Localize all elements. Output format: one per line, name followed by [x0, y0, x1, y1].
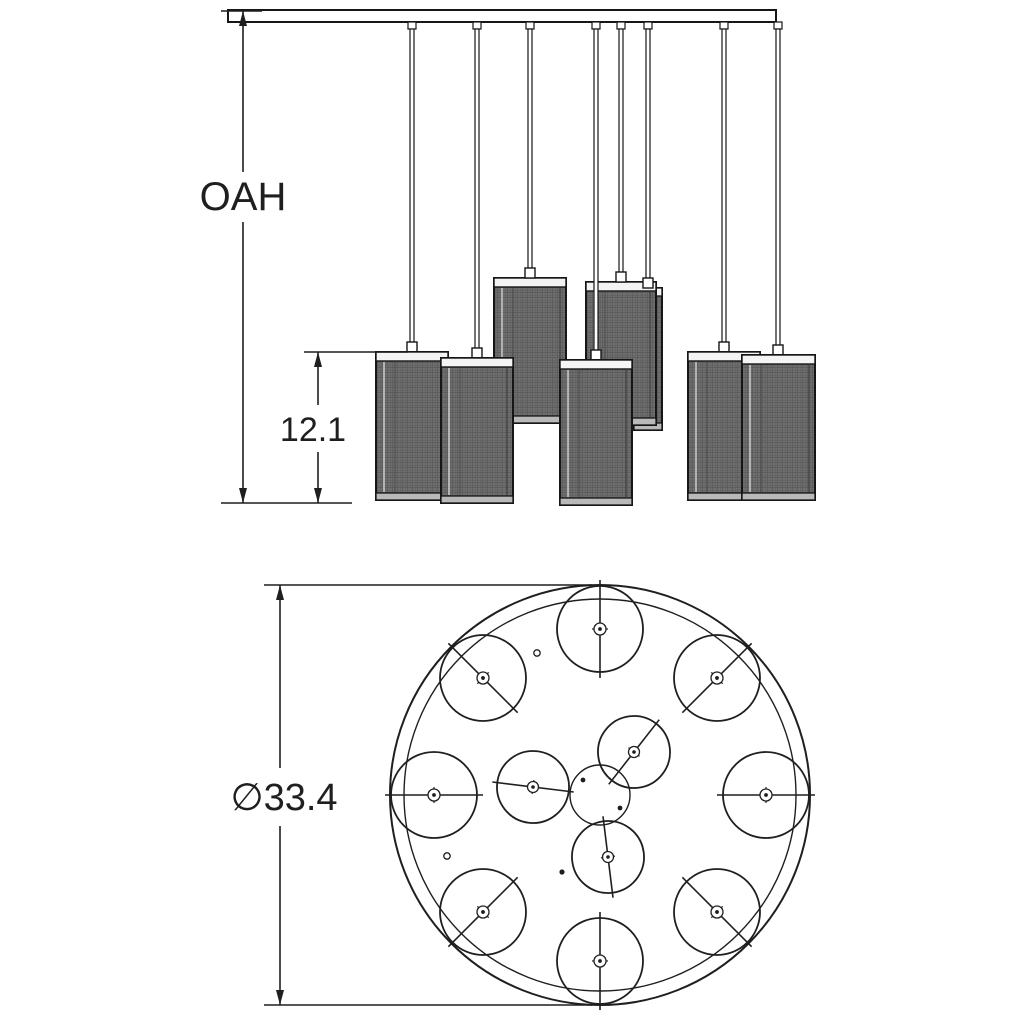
plan-pendant	[571, 816, 645, 898]
elevation-view	[227, 9, 816, 506]
plan-pendant	[673, 868, 761, 956]
plan-pendant	[673, 634, 761, 722]
plan-pendant	[385, 751, 483, 839]
diameter-label: ∅33.4	[230, 777, 337, 819]
suspension-rod	[409, 28, 415, 345]
pendant-shade	[493, 277, 567, 424]
suspension-rod	[474, 28, 480, 351]
plan-pendant	[492, 750, 574, 824]
plan-pendant	[556, 580, 644, 678]
diameter-dimension: ∅33.4	[230, 584, 592, 1006]
oah-label: OAH	[200, 175, 287, 219]
suspension-rod	[593, 28, 599, 353]
suspension-rod	[618, 28, 624, 275]
suspension-rod	[721, 28, 727, 345]
mounting-holes	[443, 649, 623, 875]
suspension-rod	[775, 28, 781, 348]
center-hub	[569, 764, 631, 826]
pendant-shade	[559, 359, 633, 506]
plan-view	[385, 580, 815, 1010]
ceiling-canopy	[227, 9, 777, 23]
shade-height-dimension: 12.1	[280, 351, 408, 503]
plan-pendant	[597, 715, 671, 789]
plan-pendant	[439, 634, 527, 722]
oah-dimension: OAH	[200, 10, 352, 504]
plan-pendant	[439, 868, 527, 956]
suspension-rods	[406, 21, 784, 361]
plan-pendant	[717, 751, 815, 839]
pendant-shade	[440, 357, 514, 504]
suspension-rod	[645, 28, 651, 281]
suspension-rod	[527, 28, 533, 271]
pendant-shade	[375, 351, 449, 501]
plan-pendant	[556, 912, 644, 1010]
pendant-shade	[741, 354, 816, 501]
shade-height-label: 12.1	[280, 411, 346, 449]
